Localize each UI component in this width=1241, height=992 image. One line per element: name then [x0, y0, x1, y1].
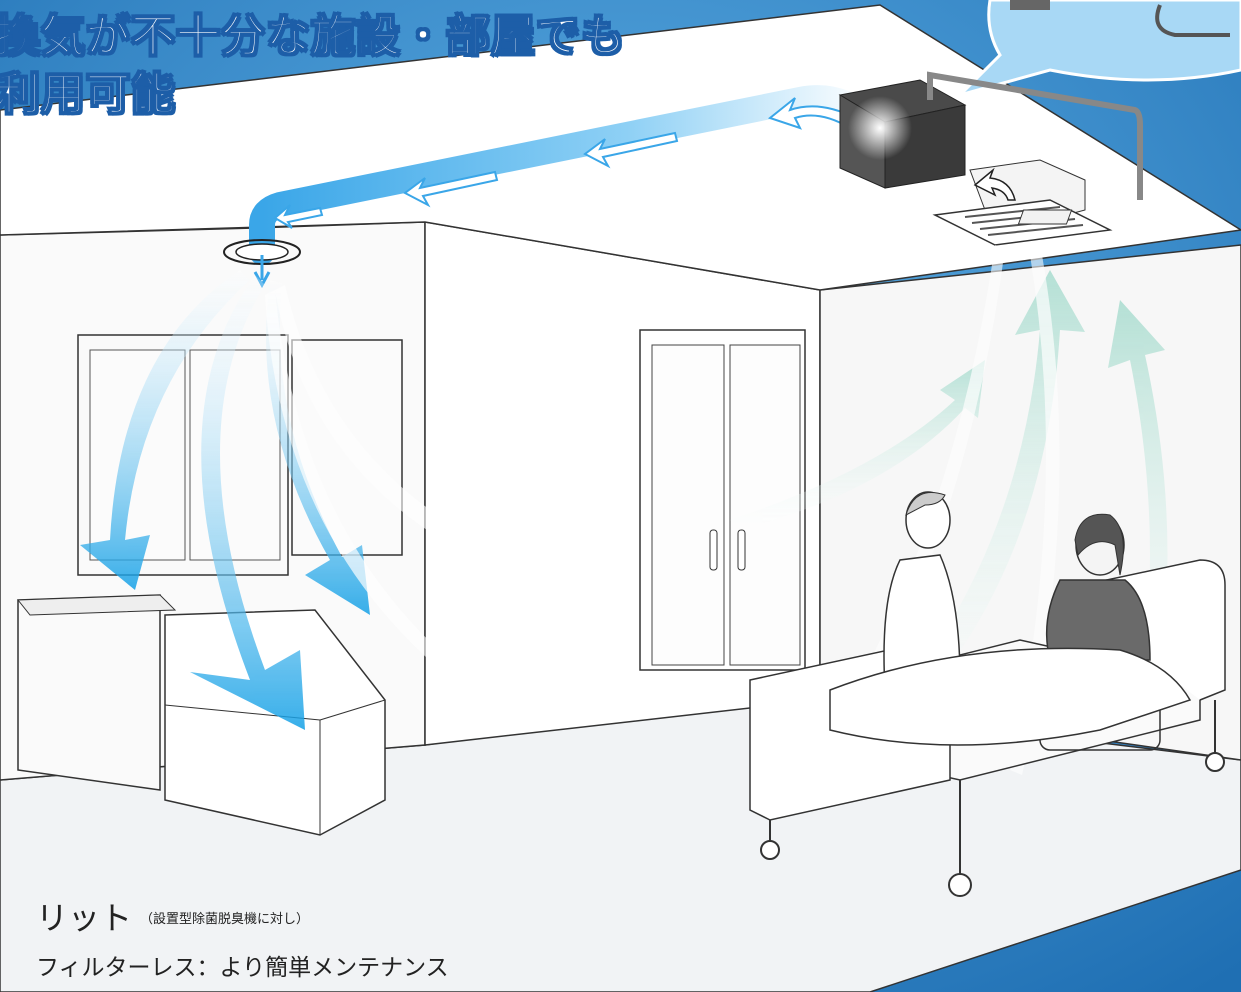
airflow-arrow-icon-u2 [880, 270, 1085, 730]
bed-wheel-3 [1205, 752, 1225, 772]
person-icon-caregiver [883, 491, 961, 691]
airflow-down [80, 270, 520, 730]
headline-line-1: 換気が不十分な施設・部屋でも [0, 10, 626, 63]
airflow-arrow-icon-d1 [80, 270, 250, 590]
airflow-stream-d5 [265, 290, 500, 705]
intake-arrow-icon [973, 167, 1016, 201]
bed-blanket [829, 647, 1192, 746]
merit-title: リット [36, 899, 133, 937]
door-handle-right-icon [737, 529, 746, 571]
patient-hair [1074, 513, 1124, 576]
merit-item: フィルターレス：より簡単メンテナンス [36, 955, 449, 981]
device-thumb-icon [1010, 0, 1050, 10]
duct-arrow-icon-3 [583, 131, 679, 169]
connection-pipe [927, 71, 1143, 200]
callout-bubble [954, 0, 1241, 98]
duct-arrows [273, 97, 857, 229]
airflow-arrow-icon-u1 [730, 360, 985, 530]
cabinet-left-top [16, 594, 177, 616]
door-handle-left-icon [709, 529, 718, 571]
door-left-leaf [651, 344, 725, 666]
caregiver-hair [905, 492, 946, 516]
unit-light-glow [848, 96, 912, 160]
merit-note: （設置型除菌脱臭機に対し） [140, 912, 310, 927]
patient-body [1045, 579, 1151, 661]
cable-icon [1155, 4, 1230, 37]
headline-line-2: 利用可能 [0, 68, 176, 121]
cabinet-left [17, 594, 161, 791]
airflow-stream-u5 [1010, 255, 1060, 775]
duct-arrow-icon-4 [767, 97, 857, 130]
cabinet-right [164, 609, 386, 836]
cabinet-edge-3 [319, 699, 386, 721]
bed-wheel-1 [760, 840, 780, 860]
control-panel-icon [1017, 209, 1073, 225]
person-icon-patient [829, 513, 1192, 746]
merit-heading: リット （設置型除菌脱臭機に対し） [36, 893, 309, 939]
airflow-arrow-icon-d2 [190, 275, 305, 730]
bed-wheel-2 [948, 873, 972, 897]
duct-arrow-icon-2 [403, 170, 499, 208]
duct-arrow-icon-1 [273, 204, 324, 229]
